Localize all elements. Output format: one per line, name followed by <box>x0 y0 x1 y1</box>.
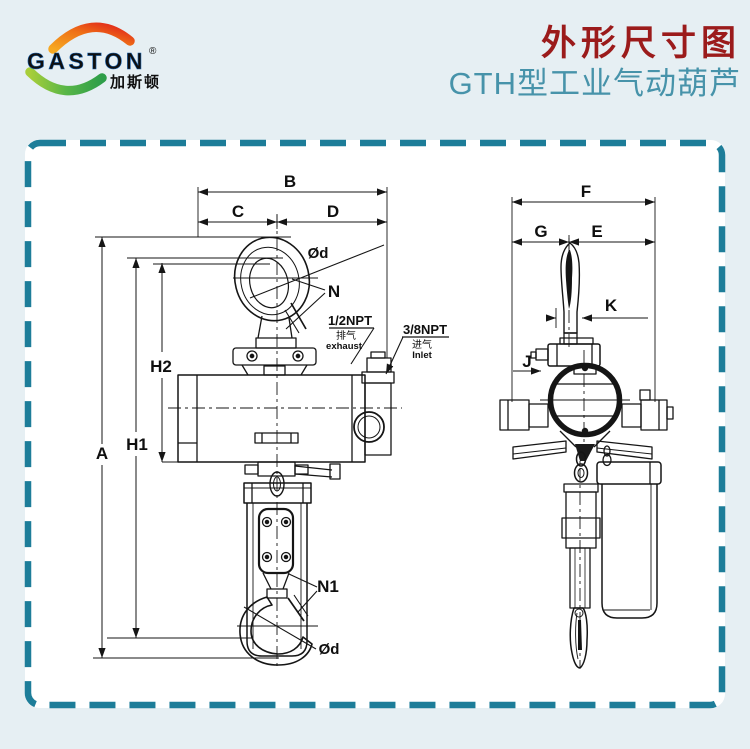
side-wings <box>512 430 653 461</box>
dim-label-e: E <box>591 222 602 241</box>
logo-brand-cn: 加斯顿 <box>109 73 161 91</box>
dim-label-h2: H2 <box>150 357 172 376</box>
gaston-logo: GASTON ® 加斯顿 <box>10 6 220 111</box>
side-top-hook <box>530 242 601 367</box>
front-hook-block <box>243 482 312 657</box>
side-body-ring <box>540 362 630 438</box>
front-top-hook <box>233 236 318 349</box>
front-view-drawing <box>93 187 449 668</box>
dim-label-d: D <box>327 202 339 221</box>
side-chain-container <box>596 445 662 619</box>
logo-orange-arc-icon <box>48 22 135 54</box>
side-bottom-hook <box>569 607 588 669</box>
exhaust-thread-label: 1/2NPT <box>328 313 372 328</box>
dim-label-a: A <box>96 444 108 463</box>
front-suspension-bracket <box>232 347 317 376</box>
logo-green-arc-icon <box>25 67 107 96</box>
dim-label-c: C <box>232 202 244 221</box>
dim-label-b: B <box>284 172 296 191</box>
front-chain-guide <box>244 432 341 497</box>
page-subtitle: GTH型工业气动葫芦 <box>448 66 741 101</box>
dim-label-n: N <box>328 282 340 301</box>
dim-label-top-hook-diameter: Ød <box>308 245 329 262</box>
panel-background <box>25 140 725 708</box>
front-bottom-hook <box>237 594 318 666</box>
inlet-en-label: Inlet <box>412 350 432 361</box>
dim-label-h1: H1 <box>126 435 148 454</box>
dim-label-n1: N1 <box>317 577 339 596</box>
dashed-border <box>24 139 726 709</box>
inlet-cn-label: 进气 <box>412 338 432 351</box>
dim-label-j: J <box>522 352 531 371</box>
page-title: 外形尺寸图 <box>540 24 741 63</box>
side-view-drawing <box>499 197 674 669</box>
exhaust-en-label: exhaust <box>326 341 363 352</box>
logo-brand-text: GASTON <box>27 48 146 74</box>
exhaust-cn-label: 排气 <box>336 329 356 342</box>
dim-label-bottom-hook-diameter: Ød <box>319 641 340 658</box>
dim-label-g: G <box>534 222 547 241</box>
dim-label-k: K <box>605 296 618 315</box>
dim-label-f: F <box>581 182 591 201</box>
side-cylinders <box>499 389 674 431</box>
logo-registered-mark: ® <box>149 46 157 57</box>
inlet-thread-label: 3/8NPT <box>403 322 447 337</box>
